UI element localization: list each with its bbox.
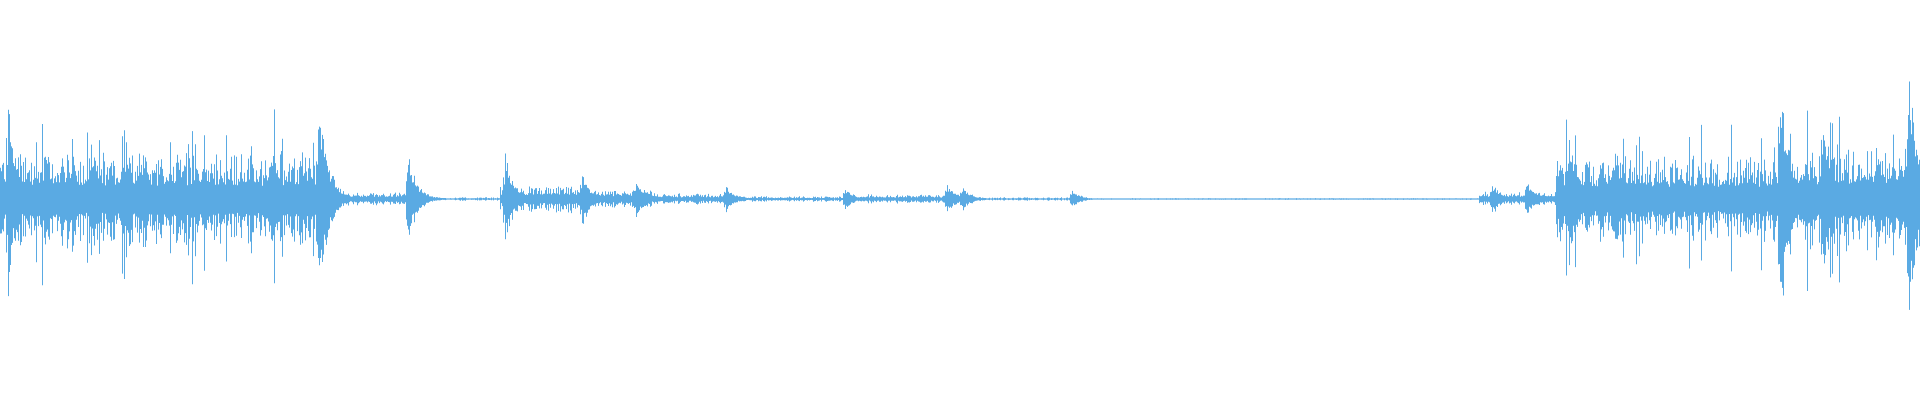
waveform-amplitude-path — [0, 81, 1920, 310]
waveform-bars — [0, 81, 1920, 310]
